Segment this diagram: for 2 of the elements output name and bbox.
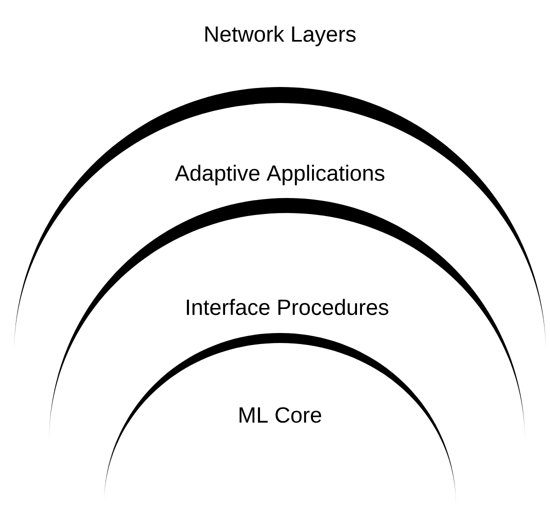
arch-layer: ML Core: [104, 333, 456, 505]
title: Network Layers: [205, 26, 356, 46]
